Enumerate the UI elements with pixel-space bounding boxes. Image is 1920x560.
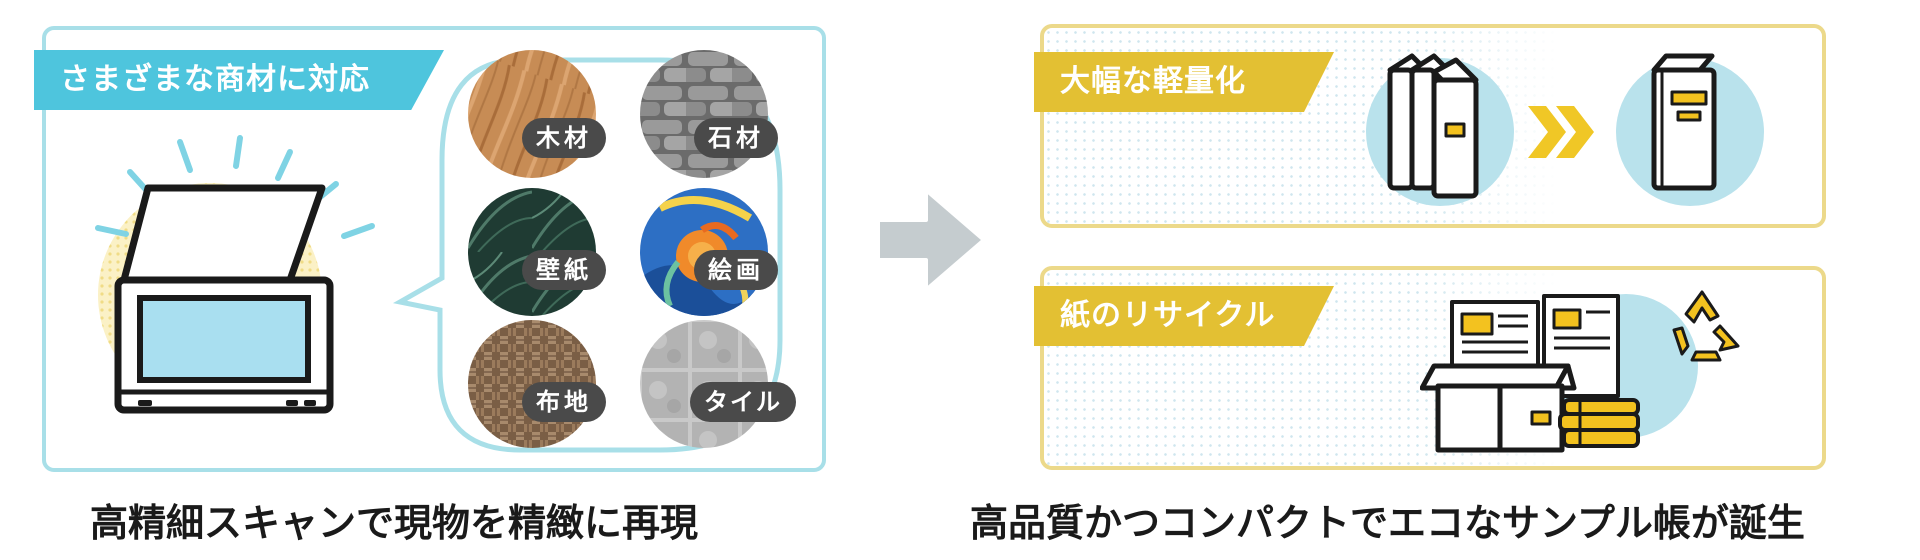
material-tag-wood: 木材	[522, 118, 606, 158]
material-stone	[640, 50, 768, 178]
right-caption: 高品質かつコンパクトでエコなサンプル帳が誕生	[970, 501, 1805, 545]
weight-reduction-banner: 大幅な軽量化	[1034, 52, 1334, 112]
paper-recycling-banner: 紙のリサイクル	[1034, 286, 1334, 346]
book-stack-icon	[1558, 398, 1640, 448]
cardboard-box-icon	[1420, 363, 1577, 453]
multi-material-banner: さまざまな商材に対応	[34, 50, 444, 110]
double-chevron-icon	[1528, 106, 1594, 158]
material-tag-painting: 絵画	[694, 250, 778, 290]
material-tag-wallpaper: 壁紙	[522, 250, 606, 290]
arrow-right-icon	[876, 188, 986, 292]
material-tag-tile: タイル	[690, 382, 796, 422]
left-caption: 高精細スキャンで現物を精緻に再現	[90, 501, 699, 545]
thick-books-icon	[1387, 53, 1479, 199]
wood-texture-icon	[468, 50, 596, 178]
scanner-illustration	[95, 135, 375, 414]
slim-book-icon	[1651, 53, 1717, 191]
lightweight-illustration	[1366, 53, 1764, 206]
material-wood	[468, 50, 596, 178]
material-tag-stone: 石材	[694, 118, 778, 158]
recycling-illustration	[1420, 290, 1740, 453]
material-tag-fabric: 布地	[522, 382, 606, 422]
recycle-icon	[1672, 290, 1740, 362]
stone-texture-icon	[640, 50, 768, 178]
